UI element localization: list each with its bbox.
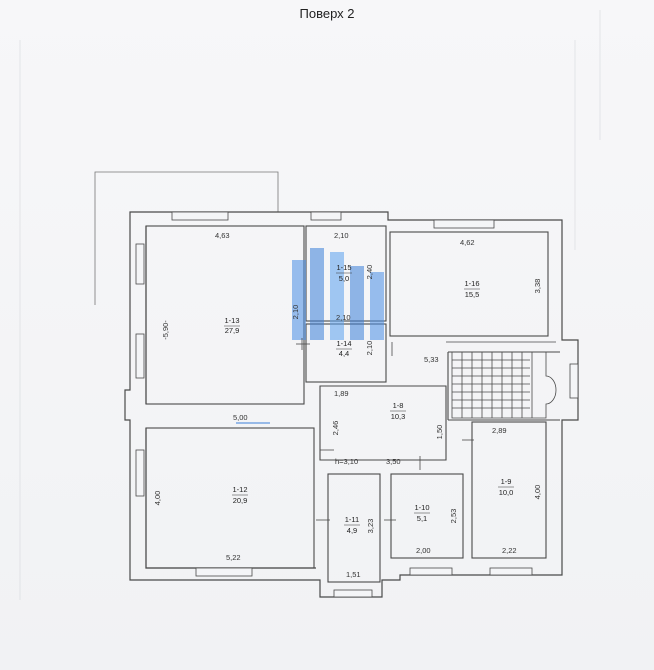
room-area-1-8: 10,3 [391, 412, 406, 421]
dim-3-38: 3,38 [533, 279, 542, 294]
dim-4-62: 4,62 [460, 238, 475, 247]
room-1-8 [319, 385, 447, 461]
room-1-13 [145, 225, 305, 405]
room-label-1-13: 1-13 [224, 316, 239, 325]
dim-5-00: 5,00 [233, 413, 248, 422]
dim-4-00-a: 4,00 [153, 491, 162, 506]
windows [135, 211, 579, 598]
room-1-16 [389, 231, 549, 337]
room-label-1-10: 1-10 [414, 503, 429, 512]
dim-2-10-a: 2,10 [334, 231, 349, 240]
room-label-1-16: 1-16 [464, 279, 479, 288]
dim-3-50: 3,50 [386, 457, 401, 466]
dim-5-90: -5,90- [161, 320, 170, 340]
room-label-1-11: 1-11 [345, 515, 359, 524]
dim-2-22: 2,22 [502, 546, 517, 555]
room-area-1-11: 4,9 [347, 526, 357, 535]
room-area-1-13: 27,9 [225, 326, 240, 335]
dim-2-46: 2,46 [331, 421, 340, 436]
room-1-14 [305, 323, 387, 383]
dim-3-23: 3,23 [366, 519, 375, 534]
balcony-outline [94, 171, 279, 305]
room-label-1-8: 1-8 [393, 401, 404, 410]
room-1-9 [471, 421, 547, 559]
dim-4-63: 4,63 [215, 231, 230, 240]
room-area-1-14: 4,4 [339, 349, 349, 358]
staircase [446, 341, 557, 419]
room-area-1-9: 10,0 [499, 488, 514, 497]
dim-2-10-c: 2,10 [336, 313, 351, 322]
room-1-10 [390, 473, 464, 559]
room-area-1-10: 5,1 [417, 514, 427, 523]
dim-5-22: 5,22 [226, 553, 241, 562]
room-label-1-14: 1-14 [336, 339, 351, 348]
room-label-1-9: 1-9 [501, 477, 512, 486]
dim-1-51: 1,51 [346, 570, 361, 579]
room-area-1-15: 5,0 [339, 274, 349, 283]
room-area-1-12: 20,9 [233, 496, 248, 505]
dim-2-10-d: 2,10 [365, 341, 374, 356]
room-label-1-12: 1-12 [232, 485, 247, 494]
dim-5-33: 5,33 [424, 355, 439, 364]
page-title: Поверх 2 [299, 6, 355, 21]
room-area-1-16: 15,5 [465, 290, 480, 299]
dim-2-00: 2,00 [416, 546, 431, 555]
dim-4-00-b: 4,00 [533, 485, 542, 500]
room-1-11 [327, 473, 381, 583]
dim-1-50: 1,50 [435, 425, 444, 440]
room-label-1-15: 1-15 [336, 263, 351, 272]
room-1-12 [145, 427, 315, 569]
door-marks [296, 338, 474, 521]
dim-2-40: 2,40 [365, 265, 374, 280]
dim-1-89: 1,89 [334, 389, 349, 398]
dim-2-53: 2,53 [449, 509, 458, 524]
dim-2-10-b: 2,10 [291, 305, 300, 320]
watermark-logo [292, 248, 384, 340]
dim-2-89: 2,89 [492, 426, 507, 435]
dim-h-3-10: h=3,10 [335, 457, 358, 466]
